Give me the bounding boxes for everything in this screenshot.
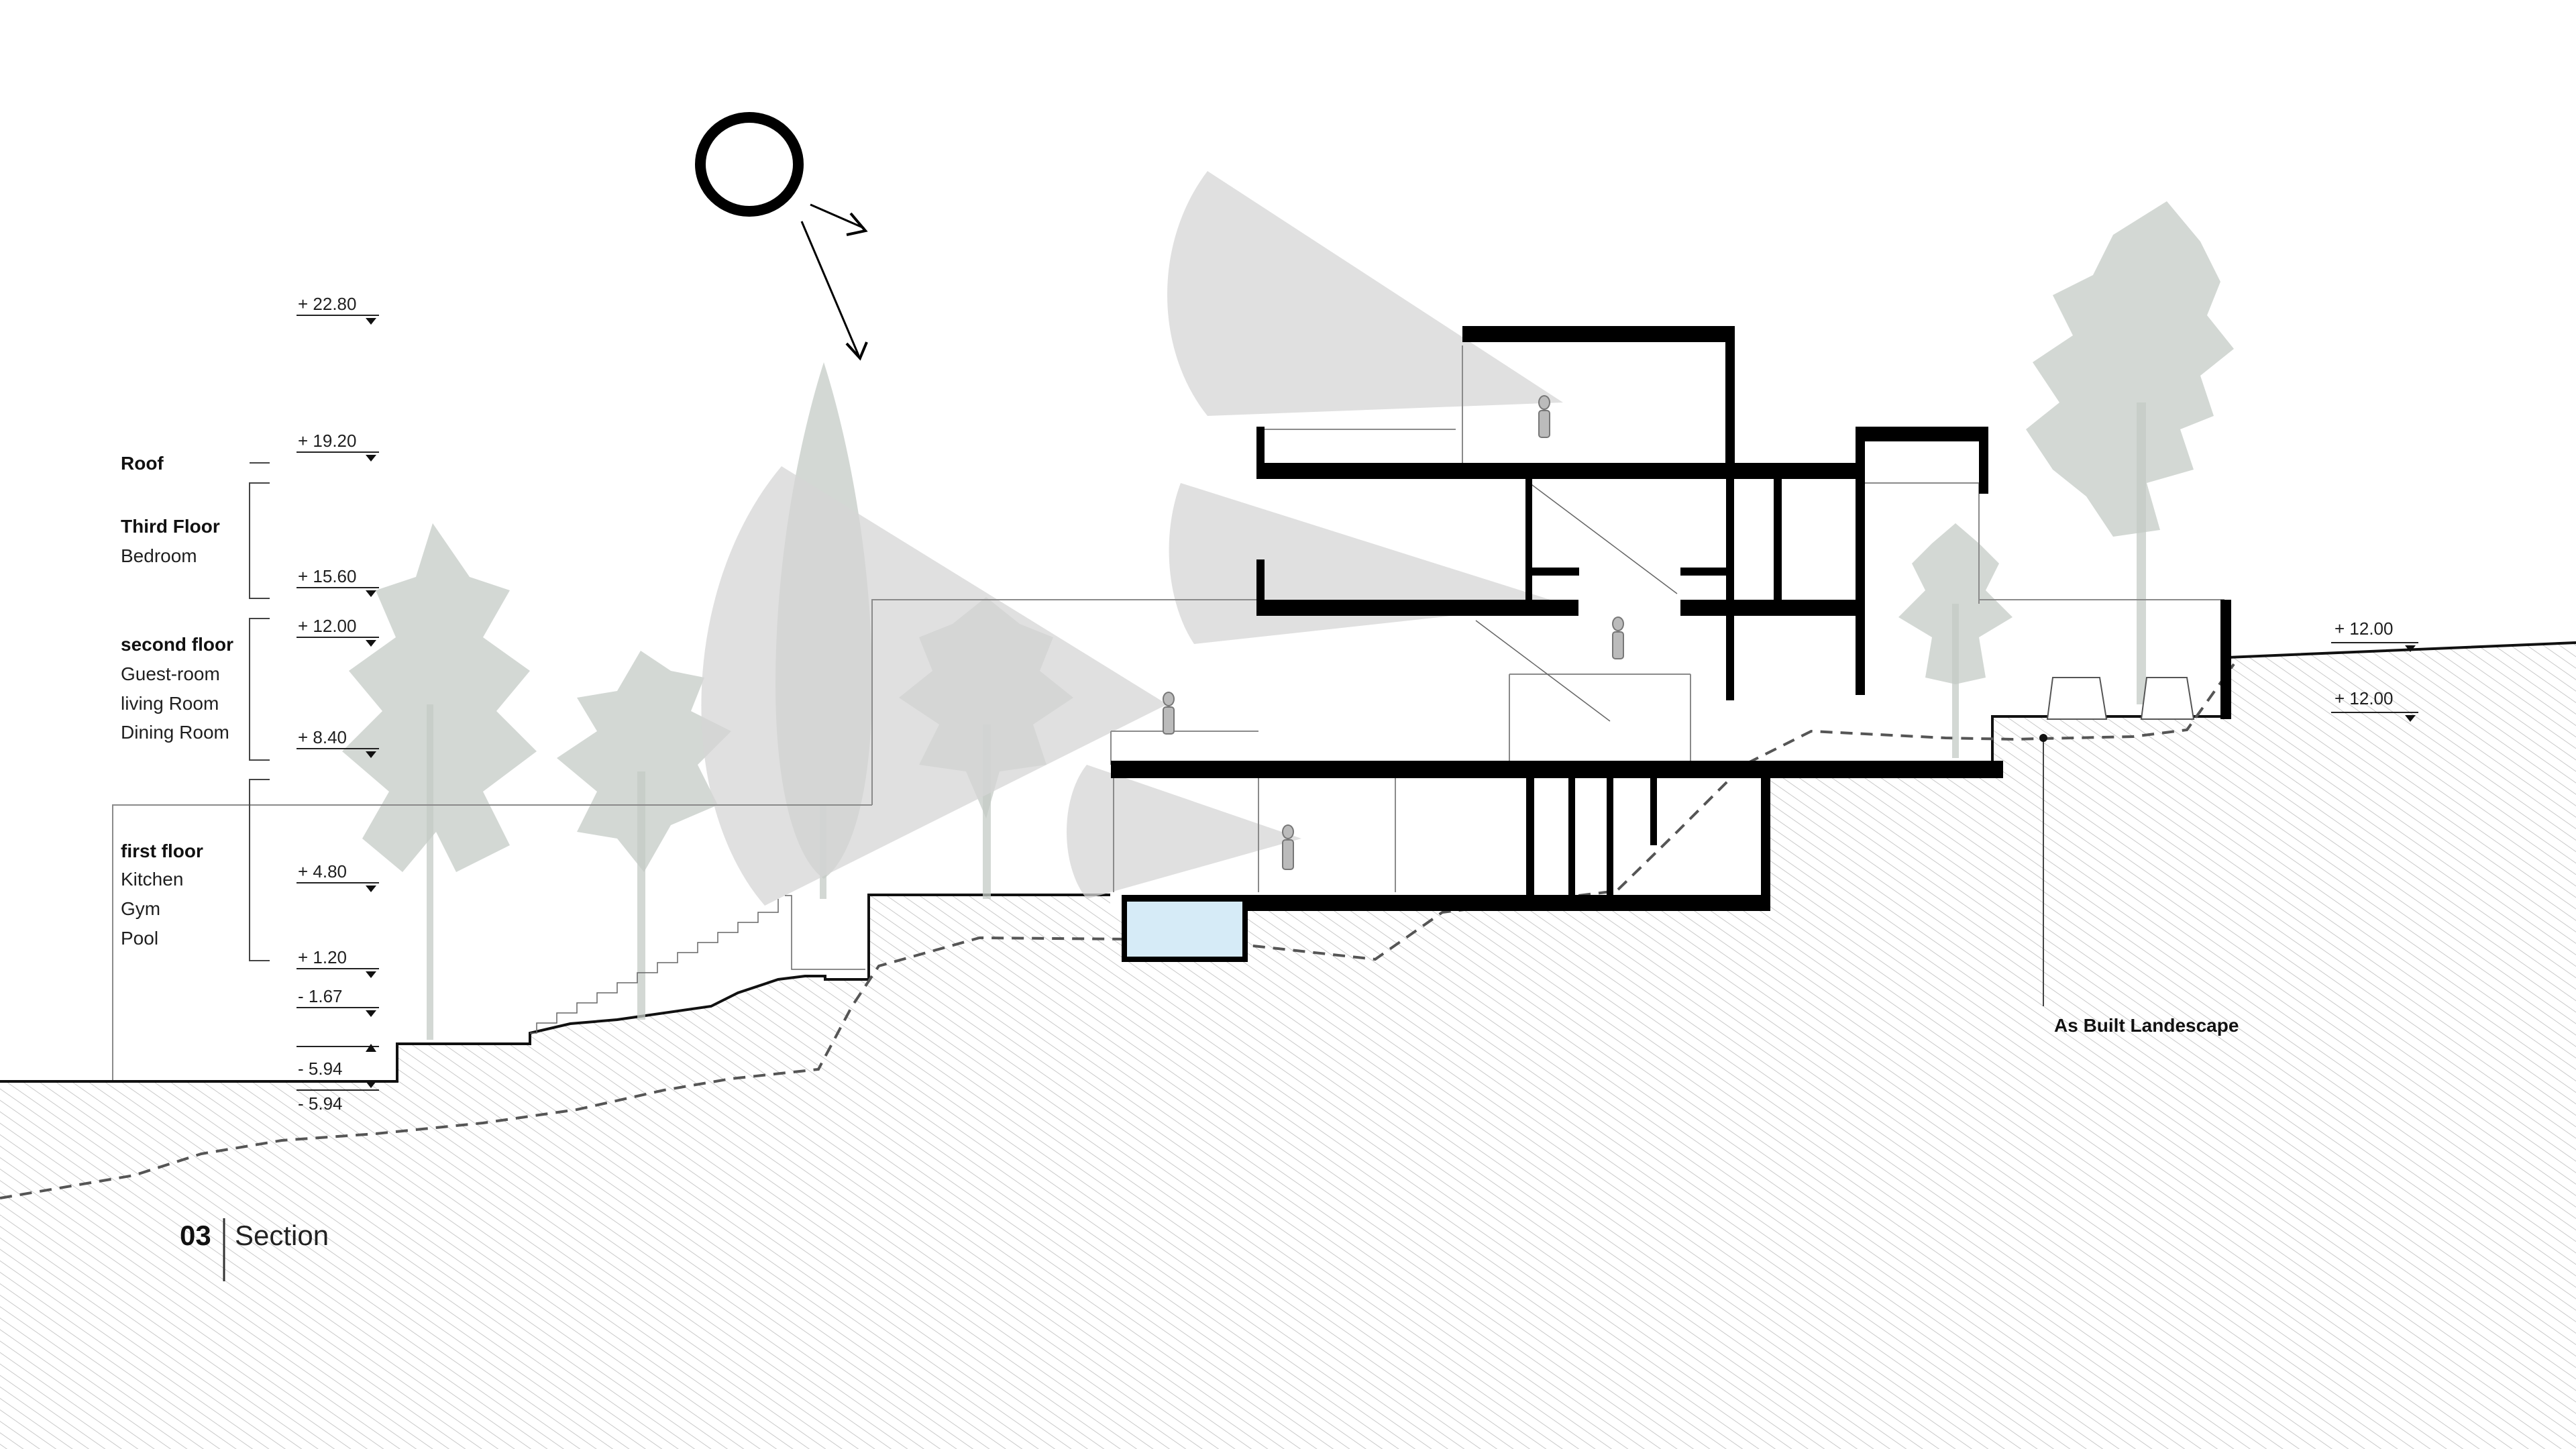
level-minus-1-67: - 1.67	[298, 986, 343, 1006]
level-right-12-00-b: + 12.00	[2334, 688, 2393, 708]
section-number: 03	[180, 1220, 211, 1251]
floor-roof-title: Roof	[121, 453, 164, 474]
level-4-80: + 4.80	[298, 861, 347, 881]
level-right-12-00-a: + 12.00	[2334, 619, 2393, 639]
floor-first-room-3: Pool	[121, 928, 158, 949]
sun-icon	[695, 112, 868, 361]
level-19-20: + 19.20	[298, 431, 356, 451]
level-minus-5-94-a: - 5.94	[298, 1059, 343, 1079]
level-12-00: + 12.00	[298, 616, 356, 636]
level-markers	[297, 315, 2418, 1091]
pool	[1127, 902, 1242, 957]
as-built-landscape-label: As Built Landescape	[2054, 1015, 2239, 1036]
floor-first-room-1: Kitchen	[121, 869, 183, 890]
level-8-40: + 8.40	[298, 727, 347, 747]
floor-second-room-1: Guest-room	[121, 663, 220, 684]
floor-brackets	[249, 462, 270, 961]
floor-second-room-3: Dining Room	[121, 722, 229, 743]
floor-third-room-1: Bedroom	[121, 545, 197, 566]
floor-first-title: first floor	[121, 841, 203, 861]
level-15-60: + 15.60	[298, 566, 356, 586]
section-title: Section	[235, 1220, 329, 1251]
floor-second-title: second floor	[121, 634, 233, 655]
floor-second-room-2: living Room	[121, 693, 219, 714]
light-cones	[701, 171, 1563, 906]
floor-third-title: Third Floor	[121, 516, 220, 537]
level-minus-5-94-b: - 5.94	[298, 1093, 343, 1114]
building-section	[112, 326, 2231, 1080]
level-22-80: + 22.80	[298, 294, 356, 314]
floor-first-room-2: Gym	[121, 898, 160, 919]
level-1-20: + 1.20	[298, 947, 347, 967]
level-arrows	[366, 318, 2416, 1088]
